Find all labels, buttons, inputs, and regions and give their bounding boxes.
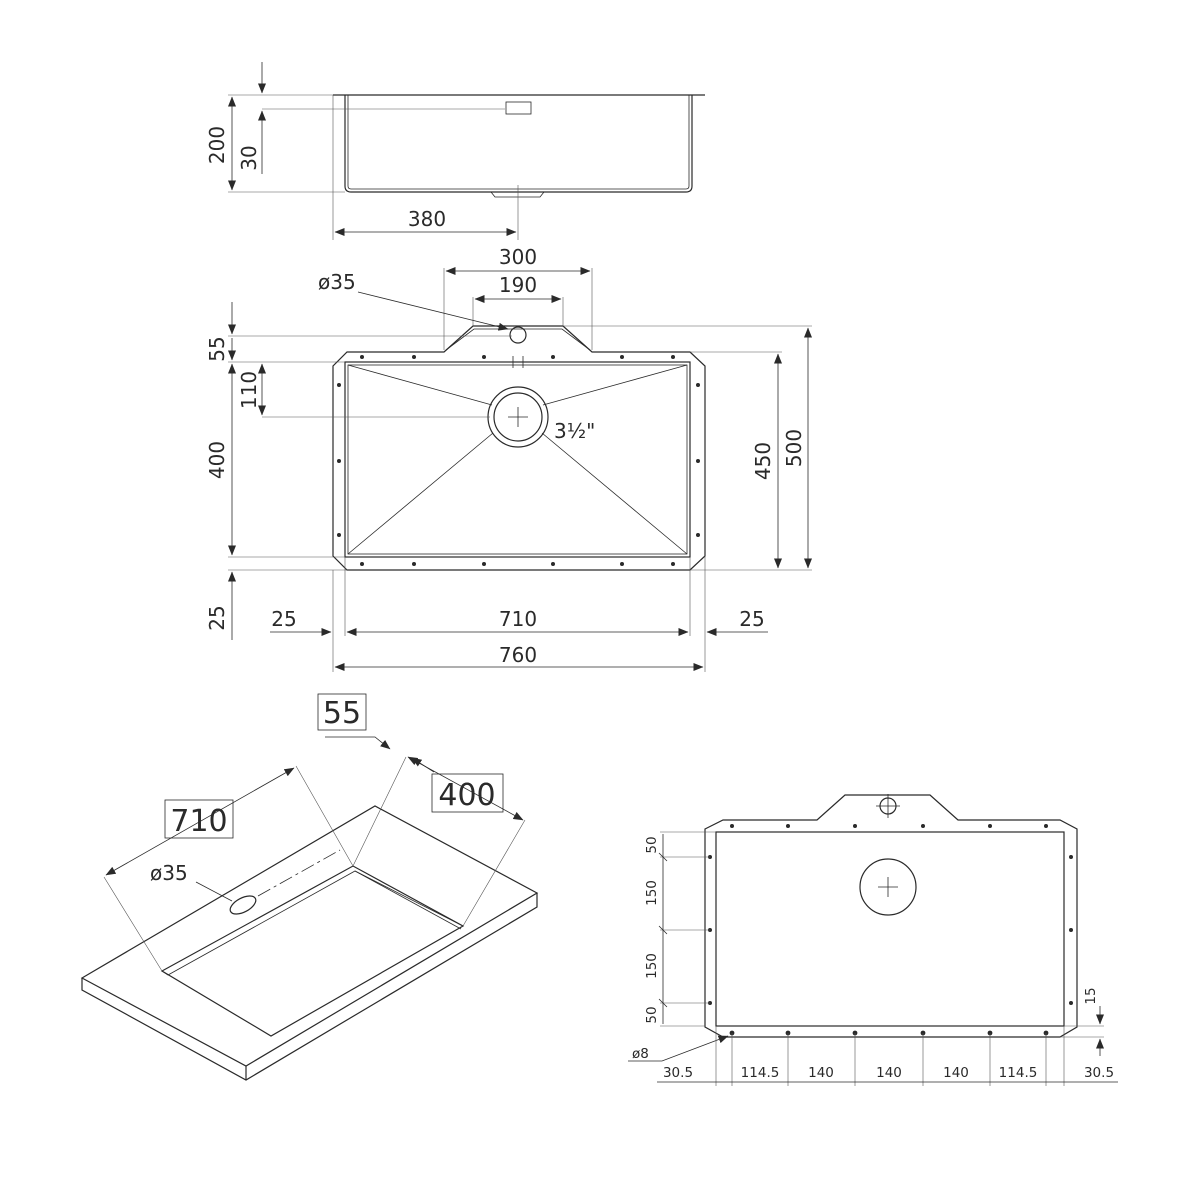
iso-dim-55: 55 [323, 696, 361, 731]
dim-500: 500 [782, 429, 806, 467]
iso-box-710 [164, 799, 234, 839]
flange-dim-150-b: 150 [644, 953, 660, 979]
iso-dim-dia-35: ø35 [150, 861, 188, 885]
side-view: 200 30 380 [205, 62, 705, 240]
dim-25-right: 25 [739, 607, 764, 631]
flange-dim-dia-8: ø8 [632, 1046, 649, 1062]
dim-25-vertical: 25 [205, 605, 229, 630]
isometric-view: 55 710 400 ø35 [80, 693, 539, 1081]
tap-hole [509, 326, 527, 344]
iso-dim-400: 400 [438, 778, 495, 813]
flange-dim-30-5-left: 30.5 [663, 1065, 693, 1081]
flange-dim-114-5-right: 114.5 [999, 1065, 1038, 1081]
drain-size-label: 3½" [554, 419, 595, 443]
dim-450: 450 [751, 442, 775, 480]
dim-190: 190 [499, 273, 537, 297]
flange-dim-140-c: 140 [943, 1065, 969, 1081]
flange-dim-15: 15 [1083, 987, 1099, 1004]
dim-110: 110 [237, 371, 261, 409]
flange-screw-holes [337, 355, 700, 566]
iso-dim-710: 710 [170, 804, 227, 839]
dim-400: 400 [205, 441, 229, 479]
flange-dim-114-5-left: 114.5 [741, 1065, 780, 1081]
iso-box-55 [317, 693, 367, 731]
dim-25-left: 25 [271, 607, 296, 631]
iso-box-400 [431, 773, 504, 813]
flange-drain-outline [859, 858, 917, 916]
dim-760: 760 [499, 643, 537, 667]
flange-dim-30-5-right: 30.5 [1084, 1065, 1114, 1081]
dim-710: 710 [499, 607, 537, 631]
dim-dia-35: ø35 [318, 270, 356, 294]
top-view: 3½" 300 190 [205, 245, 812, 672]
dim-380: 380 [408, 207, 446, 231]
flange-dim-140-b: 140 [876, 1065, 902, 1081]
flange-dim-140-a: 140 [808, 1065, 834, 1081]
flange-holes [708, 824, 1073, 1005]
flange-dim-50-bottom: 50 [644, 1006, 660, 1023]
dim-200: 200 [205, 126, 229, 164]
dim-300: 300 [499, 245, 537, 269]
dim-55: 55 [205, 336, 229, 361]
flange-view: 50 150 150 50 15 ø8 30.5 114.5 140 140 1… [628, 794, 1118, 1086]
dim-30: 30 [237, 145, 261, 170]
iso-tap-hole [229, 895, 257, 915]
overflow-slot [505, 101, 532, 115]
flange-dim-150-a: 150 [644, 880, 660, 906]
flange-dim-50-top: 50 [644, 836, 660, 853]
